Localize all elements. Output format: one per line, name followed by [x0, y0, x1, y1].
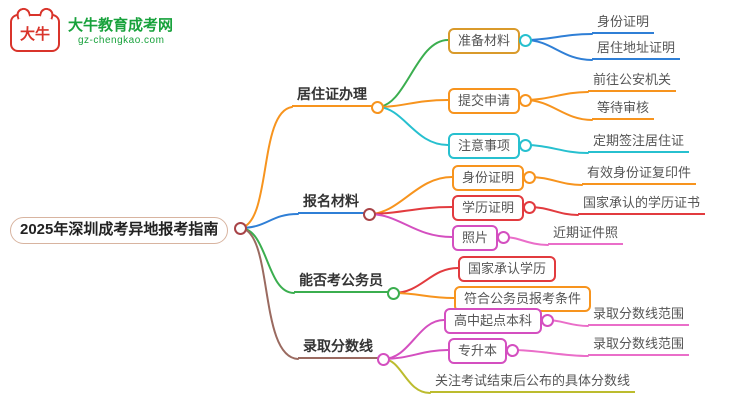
node-dot-admission-score[interactable]	[377, 353, 390, 366]
logo-text-block: 大牛教育成考网 gz-chengkao.com	[68, 8, 173, 47]
leaf-id-copy[interactable]: 有效身份证复印件	[582, 164, 697, 185]
connector-prepare-materials	[376, 39, 449, 108]
leaf-identity-proof[interactable]: 身份证明	[592, 13, 655, 34]
node-dot-photo[interactable]	[497, 231, 510, 244]
connector-wait-review	[524, 99, 593, 121]
branch-registration-materials[interactable]: 报名材料	[298, 191, 364, 214]
logo-brand-text: 大牛	[19, 25, 50, 43]
connector-zhuanshengben	[382, 349, 449, 360]
branch-admission-score[interactable]: 录取分数线	[298, 336, 378, 359]
connector-photo	[368, 213, 453, 238]
node-dot-precautions[interactable]	[519, 139, 532, 152]
connector-id-copy	[528, 176, 583, 186]
connector-state-education	[392, 267, 459, 294]
node-photo[interactable]: 照片	[452, 225, 499, 251]
leaf-recent-photo[interactable]: 近期证件照	[548, 224, 624, 245]
connector-go-to-police	[524, 91, 589, 101]
connector-state-certificate	[528, 206, 579, 216]
connector-gaoqiben	[382, 319, 445, 360]
connector-meet-requirements	[392, 292, 455, 299]
node-dot-education-proof[interactable]	[523, 201, 536, 214]
leaf-wait-review[interactable]: 等待审核	[592, 99, 655, 120]
connector-root-residence-permit	[239, 106, 293, 229]
site-logo: 大牛 大牛教育成考网 gz-chengkao.com	[10, 8, 173, 52]
node-dot-gaoqiben[interactable]	[541, 314, 554, 327]
leaf-score-range-2[interactable]: 录取分数线范围	[588, 335, 690, 356]
node-gaoqiben[interactable]: 高中起点本科	[444, 308, 543, 334]
node-submit-application[interactable]: 提交申请	[448, 88, 521, 114]
node-id-proof[interactable]: 身份证明	[452, 165, 525, 191]
connector-precautions	[376, 106, 449, 146]
connector-education-proof	[368, 206, 453, 215]
connector-submit-application	[376, 99, 449, 108]
node-state-recognized-education[interactable]: 国家承认学历	[458, 256, 557, 282]
connector-final-score-notice	[382, 358, 431, 394]
mindmap-root-node[interactable]: 2025年深圳成考异地报考指南	[10, 217, 229, 244]
node-education-proof[interactable]: 学历证明	[452, 195, 525, 221]
node-dot-zhuanshengben[interactable]	[506, 344, 519, 357]
connector-renew-permit	[524, 144, 589, 154]
site-name: 大牛教育成考网	[68, 17, 174, 34]
leaf-score-range-1[interactable]: 录取分数线范围	[588, 305, 690, 326]
leaf-state-recognized-certificate[interactable]: 国家承认的学历证书	[578, 194, 706, 215]
daniu-cow-logo-icon: 大牛	[10, 14, 60, 52]
node-dot-root[interactable]	[234, 222, 247, 235]
connector-score-range-2	[511, 349, 589, 357]
node-dot-prepare-materials[interactable]	[519, 34, 532, 47]
node-dot-id-proof[interactable]	[523, 171, 536, 184]
node-dot-residence-permit[interactable]	[371, 101, 384, 114]
branch-residence-permit[interactable]: 居住证办理	[292, 84, 372, 107]
leaf-go-to-police[interactable]: 前往公安机关	[588, 71, 677, 92]
branch-civil-service-eligibility[interactable]: 能否考公务员	[294, 270, 388, 293]
connector-root-registration-materials	[239, 213, 299, 229]
connector-root-civil-service	[239, 227, 295, 294]
node-zhuanshengben[interactable]: 专升本	[448, 338, 508, 364]
node-dot-submit-application[interactable]	[519, 94, 532, 107]
connector-id-proof	[368, 176, 453, 215]
node-dot-registration-materials[interactable]	[363, 208, 376, 221]
site-url: gz-chengkao.com	[78, 35, 165, 46]
connector-address-proof	[524, 39, 593, 61]
leaf-address-proof[interactable]: 居住地址证明	[592, 39, 681, 60]
node-precautions[interactable]: 注意事项	[448, 133, 521, 159]
node-prepare-materials[interactable]: 准备材料	[448, 28, 521, 54]
leaf-final-score-notice[interactable]: 关注考试结束后公布的具体分数线	[430, 372, 636, 393]
connector-identity-proof	[524, 33, 593, 41]
node-dot-civil-service[interactable]	[387, 287, 400, 300]
leaf-renew-permit[interactable]: 定期签注居住证	[588, 132, 690, 153]
connector-root-admission-score	[239, 227, 299, 360]
